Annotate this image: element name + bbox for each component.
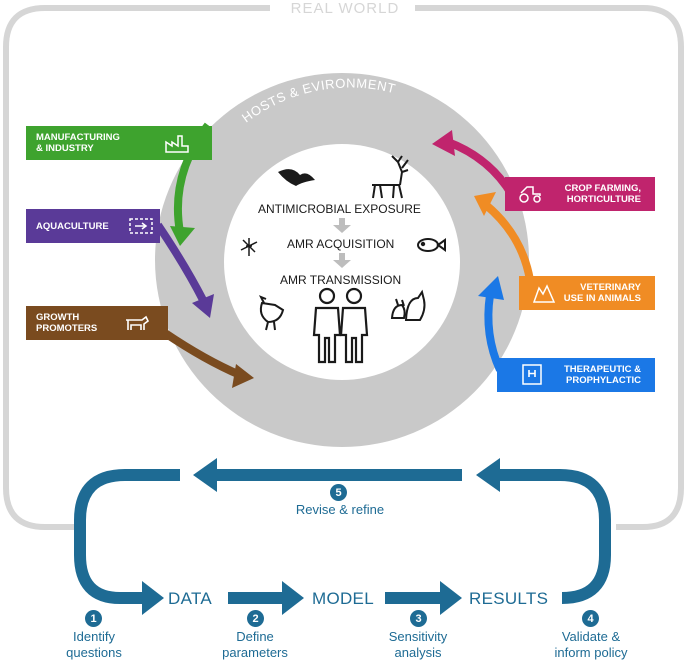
- source-label: MANUFACTURING & INDUSTRY: [36, 132, 120, 154]
- source-growth-promoters: GROWTH PROMOTERS: [26, 306, 168, 340]
- source-aquaculture: AQUACULTURE: [26, 209, 160, 243]
- real-world-frame: [3, 5, 684, 530]
- step-5-caption: Revise & refine: [295, 502, 385, 517]
- factory-icon: [165, 135, 189, 153]
- workflow-arrowhead-data: [142, 581, 164, 615]
- workflow-loop: [74, 469, 611, 604]
- workflow-arrowhead-top-left: [193, 458, 217, 492]
- center-down-arrow-2: [333, 253, 351, 268]
- cow-icon: [126, 315, 150, 330]
- step-3-badge: 3: [410, 610, 427, 627]
- model-label: MODEL: [312, 589, 374, 608]
- workflow-arrowhead-model: [282, 581, 304, 615]
- fish-icon: [417, 238, 446, 252]
- vet-icon: [532, 284, 556, 303]
- chicken-icon: [258, 295, 285, 331]
- tractor-icon: [519, 186, 541, 203]
- cat-dog-icon: [390, 289, 426, 321]
- source-label: AQUACULTURE: [36, 220, 109, 232]
- workflow-arrowhead-results: [440, 581, 462, 615]
- bird-icon: [278, 169, 315, 186]
- source-label: GROWTH PROMOTERS: [36, 312, 98, 334]
- people-icon: [312, 287, 369, 364]
- source-label: CROP FARMING, HORTICULTURE: [564, 183, 641, 205]
- arrow-aquaculture: [154, 222, 214, 318]
- data-label: DATA: [168, 589, 213, 608]
- step-2-badge: 2: [247, 610, 264, 627]
- results-label: RESULTS: [469, 589, 549, 608]
- step-4-caption: Validate & inform policy: [554, 629, 628, 660]
- step-1-caption: Identify questions: [66, 629, 122, 660]
- source-therapeutic: THERAPEUTIC & PROPHYLACTIC: [497, 358, 655, 392]
- antimicrobial-exposure-label: ANTIMICROBIAL EXPOSURE: [258, 202, 421, 216]
- fish-farm-icon: [129, 218, 153, 234]
- step-3-caption: Sensitivity analysis: [388, 629, 448, 660]
- source-label: VETERINARY USE IN ANIMALS: [563, 282, 641, 304]
- center-down-arrow-1: [333, 218, 351, 233]
- step-4-badge: 4: [582, 610, 599, 627]
- source-crop-farming: CROP FARMING, HORTICULTURE: [505, 177, 655, 211]
- source-veterinary: VETERINARY USE IN ANIMALS: [519, 276, 655, 310]
- arrow-growth-promoters: [162, 329, 254, 388]
- source-manufacturing: MANUFACTURING & INDUSTRY: [26, 126, 212, 160]
- hospital-icon: [522, 364, 542, 385]
- mosquito-icon: [240, 238, 258, 256]
- step-2-caption: Define parameters: [222, 629, 288, 660]
- deer-icon: [372, 155, 409, 199]
- arrow-veterinary: [474, 192, 534, 281]
- step-5-badge: 5: [330, 484, 347, 501]
- source-label: THERAPEUTIC & PROPHYLACTIC: [563, 364, 641, 386]
- real-world-title: REAL WORLD: [291, 0, 400, 17]
- step-1-badge: 1: [85, 610, 102, 627]
- amr-transmission-label: AMR TRANSMISSION: [280, 273, 402, 287]
- workflow-arrowhead-top-right: [476, 458, 500, 492]
- amr-acquisition-label: AMR ACQUISITION: [287, 237, 395, 251]
